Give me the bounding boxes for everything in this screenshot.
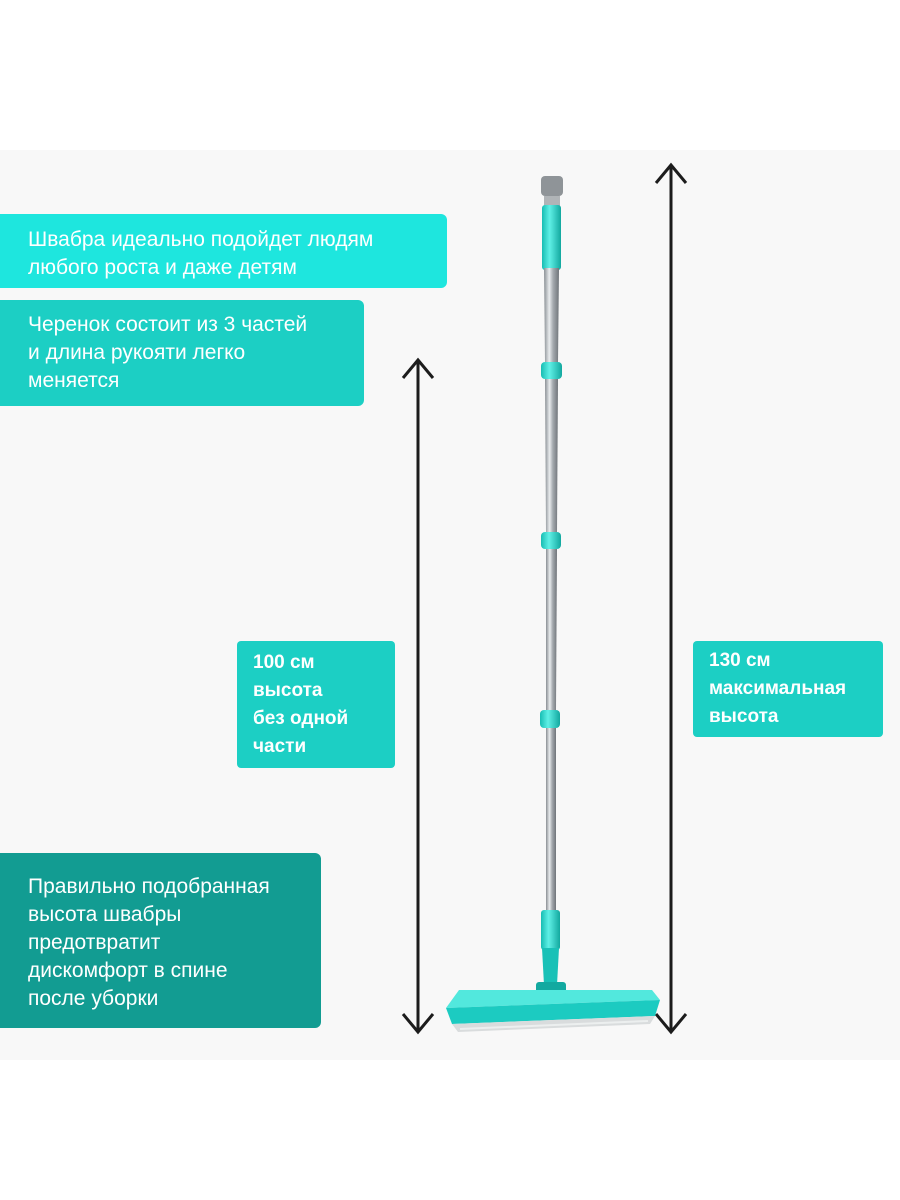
back-note-line: предотвратит [28,931,161,954]
short-height-line: высота [253,680,323,701]
short-height-line: без одной [253,708,349,729]
handle-note-line: меняется [28,369,120,392]
short-height-line: 100 см [253,652,315,673]
back-note-line: после уборки [28,987,159,1010]
double-arrow-icon [654,162,688,1035]
short-height-label: 100 см высота без одной части [237,641,395,768]
handle-note-line: и длина рукояти легко [28,341,246,364]
mop-icon [446,176,660,1032]
double-arrow-icon [401,357,435,1035]
back-comfort-note: Правильно подобранная высота швабры пред… [0,853,321,1028]
handle-note: Черенок состоит из 3 частей и длина руко… [0,300,364,406]
max-height-line: максимальная [709,678,847,699]
height-note: Швабра идеально подойдет людям любого ро… [0,214,447,288]
height-note-line: Швабра идеально подойдет людям [28,228,374,251]
max-height-label: 130 см максимальная высота [693,641,883,737]
max-height-line: 130 см [709,650,771,671]
back-note-line: дискомфорт в спине [28,959,228,982]
back-note-line: Правильно подобранная [28,875,270,898]
max-height-line: высота [709,706,779,727]
handle-note-line: Черенок состоит из 3 частей [28,313,308,336]
back-note-line: высота швабры [28,903,182,926]
short-height-line: части [253,736,307,757]
height-note-line: любого роста и даже детям [28,256,297,279]
